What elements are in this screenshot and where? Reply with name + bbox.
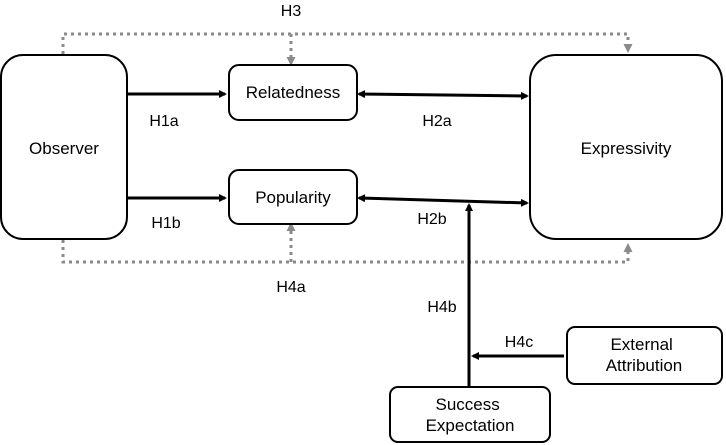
h1b-label: H1b — [151, 215, 180, 232]
h2a-label: H2a — [422, 113, 451, 130]
popularity-label: Popularity — [255, 188, 331, 207]
external-attribution-line-1: External — [610, 335, 672, 354]
relatedness-node: Relatedness — [228, 64, 358, 121]
expressivity-label: Expressivity — [581, 139, 672, 158]
relatedness-label: Relatedness — [246, 83, 341, 102]
observer-node: Observer — [0, 54, 128, 240]
h2a-arrow — [357, 90, 529, 100]
h4b-label: H4b — [427, 299, 456, 316]
external-attribution-line-2: Attribution — [606, 356, 683, 375]
external-attribution-label: External Attribution — [606, 335, 683, 375]
h2b-label: H2b — [417, 211, 446, 228]
h4c-label: H4c — [505, 334, 533, 351]
h4a-moderation-path — [61, 222, 633, 264]
h1a-label: H1a — [149, 113, 178, 130]
success-expectation-node: Success Expectation — [389, 386, 551, 443]
expressivity-node: Expressivity — [529, 54, 723, 240]
h4a-label: H4a — [276, 279, 305, 296]
success-expectation-line-1: Success — [436, 395, 500, 414]
popularity-node: Popularity — [228, 169, 358, 225]
success-expectation-line-2: Expectation — [426, 416, 515, 435]
external-attribution-node: External Attribution — [566, 326, 723, 385]
observer-label: Observer — [29, 139, 99, 158]
h3-label: H3 — [281, 3, 302, 20]
success-expectation-label: Success Expectation — [426, 395, 515, 435]
h3-moderation-path — [61, 32, 633, 66]
h2b-arrow — [357, 194, 529, 207]
